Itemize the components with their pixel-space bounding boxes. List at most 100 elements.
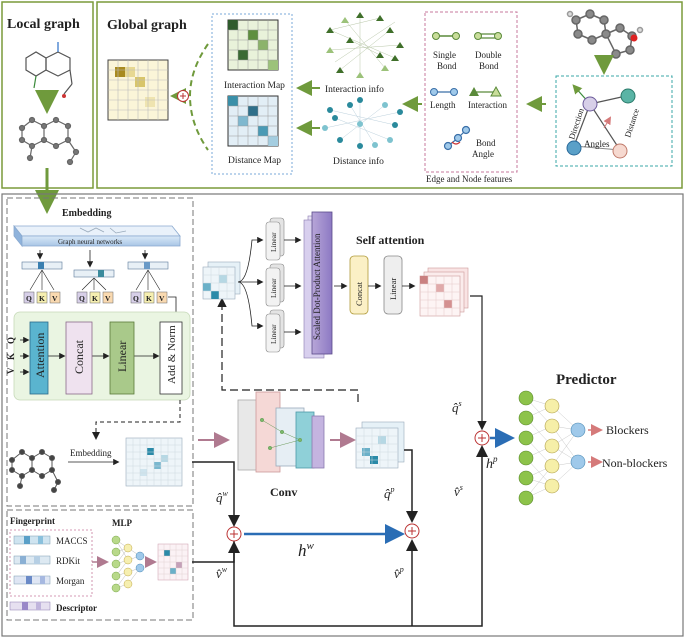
descriptor-bar	[9, 601, 51, 611]
sa-linear-label: Linear	[388, 278, 398, 300]
double-bond-label-1: Double	[475, 50, 502, 60]
sa-linear-label-2: Linear	[269, 278, 278, 298]
self-attention-linear-stacks	[265, 217, 285, 353]
single-bond-label-1: Single	[433, 50, 456, 60]
interaction-map-label: Interaction Map	[224, 81, 285, 91]
svg-text:Q: Q	[6, 337, 16, 344]
fingerprint-maccs: MACCS	[56, 536, 88, 546]
main-panel	[1, 193, 684, 637]
attention-block	[29, 321, 49, 395]
global-combined-matrix	[107, 59, 169, 121]
embedding-matrix	[125, 437, 183, 487]
distance-info-graph	[322, 97, 403, 149]
side-qkv-labels: Q K V	[6, 337, 16, 374]
self-attention-output-matrix	[419, 267, 469, 317]
interaction-label: Interaction	[468, 100, 507, 110]
global-graph-title: Global graph	[107, 18, 187, 33]
conv-to-attention-dashed	[217, 297, 359, 402]
conv-title: Conv	[270, 485, 297, 499]
svg-text:K: K	[39, 294, 45, 303]
double-bond-label-2: Bond	[479, 61, 499, 71]
fingerprint-frame	[6, 509, 194, 621]
embedding-to-qw-line	[192, 461, 240, 527]
svg-text:V: V	[105, 294, 111, 303]
local-graph-nodes	[18, 116, 80, 166]
qkv-branch-arrows	[29, 269, 161, 291]
svg-text:V: V	[6, 367, 16, 374]
qs-label: q̂s	[452, 399, 462, 415]
conv-embedding-label: Embedding	[70, 448, 112, 458]
svg-text:V: V	[159, 294, 165, 303]
bracket-dashed	[188, 43, 209, 151]
interaction-map	[227, 19, 279, 71]
sa-linear-block	[383, 255, 403, 315]
vw-label: v̂w	[216, 565, 228, 581]
hw-label: hw	[298, 540, 315, 560]
gnn-down-arrows	[36, 250, 149, 268]
fingerprint-to-vw-line	[192, 541, 240, 563]
qp-label: q̂p	[384, 485, 395, 501]
hp-label: hp	[486, 454, 498, 472]
token-vectors	[21, 261, 169, 278]
non-blockers-label: Non-blockers	[602, 456, 668, 470]
interaction-icon	[469, 85, 502, 97]
qkv-letters: Q K V Q K V Q K V	[26, 294, 165, 303]
global-graph-panel	[96, 1, 683, 189]
svg-text:Q: Q	[133, 294, 139, 303]
bond-angle-label-2: Angle	[472, 149, 494, 159]
fingerprint-items-frame	[9, 529, 93, 597]
svg-text:K: K	[92, 294, 98, 303]
sdpa-label: Scaled Dot-Product Attention	[312, 233, 322, 340]
fingerprint-title: Fingerprint	[10, 516, 55, 526]
single-bond-icon	[432, 32, 460, 40]
mlp-network	[111, 535, 145, 593]
geometry-frame	[555, 75, 673, 167]
addnorm-out-arrow	[92, 400, 181, 440]
matrix-to-qp-line	[404, 449, 418, 523]
mlp-title: MLP	[112, 518, 132, 528]
add-norm-label: Add & Norm	[166, 325, 178, 384]
sdpa-block	[303, 211, 333, 359]
attention-input-matrix	[202, 261, 241, 300]
self-attention-title: Self attention	[356, 233, 425, 247]
molecule-3d	[566, 9, 644, 59]
conv-output-matrix	[355, 421, 405, 469]
linear-label: Linear	[115, 341, 129, 372]
predictor-title: Predictor	[556, 372, 617, 388]
bottom-feedback-line	[233, 445, 488, 627]
sa-linear-label-1: Linear	[269, 232, 278, 252]
fingerprint-bars	[13, 535, 51, 585]
fingerprint-rdkit: RDKit	[56, 556, 81, 566]
mlp-output-matrix	[157, 543, 189, 581]
gnn-layer	[13, 224, 181, 248]
embedding-title: Embedding	[62, 208, 111, 219]
distance-info-label: Distance info	[333, 156, 384, 167]
distance-map	[227, 95, 279, 147]
svg-text:Q: Q	[79, 294, 85, 303]
predictor-network	[518, 390, 586, 506]
attention-label: Attention	[33, 333, 47, 378]
distance-map-label: Distance Map	[228, 156, 281, 166]
maps-frame	[211, 13, 293, 175]
local-graph-title: Local graph	[7, 17, 80, 32]
svg-text:K: K	[146, 294, 152, 303]
bond-angle-label-1: Bond	[476, 138, 496, 148]
molecule-graph-small	[9, 449, 61, 493]
descriptor-label: Descriptor	[56, 603, 97, 613]
angles-label: Angles	[584, 139, 610, 149]
gnn-label: Graph neural networks	[58, 238, 122, 246]
conv-layers	[237, 391, 325, 473]
concat-block	[65, 321, 93, 395]
qkv-tiles	[23, 291, 168, 304]
sa-to-junction-line	[470, 295, 487, 431]
qw-label: q̂w	[216, 489, 229, 505]
distance-label: Distance	[622, 107, 641, 139]
vs-label: v̂s	[454, 483, 463, 499]
concat-label: Concat	[72, 339, 86, 374]
svg-text:Q: Q	[26, 294, 32, 303]
sa-concat-block	[349, 255, 369, 315]
linear-block	[109, 321, 135, 395]
interaction-info-graph	[326, 12, 404, 78]
edge-node-features-label: Edge and Node features	[426, 174, 513, 184]
blockers-label: Blockers	[606, 423, 649, 437]
